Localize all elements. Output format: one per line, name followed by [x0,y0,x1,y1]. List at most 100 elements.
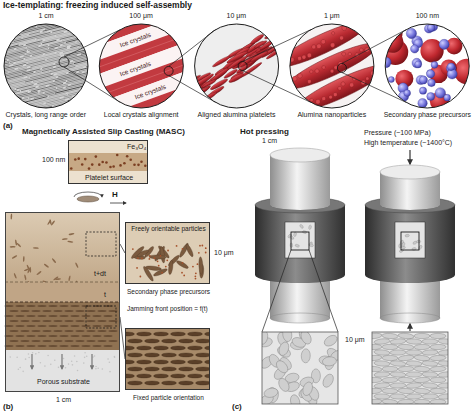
packed-particle [98,320,107,322]
crystal-streaks [69,66,94,72]
crystal-streaks [55,70,98,81]
crystal-streaks [68,102,102,111]
packed-particle [104,335,113,337]
powder-grains [414,388,430,394]
packed-particle [21,320,30,322]
suspended-particle [13,273,17,279]
condition-label: High temperature (~1400°C) [364,139,452,147]
powder-grains [274,359,290,375]
precursor-spheres [431,61,438,68]
crystal-streaks [0,98,22,105]
precursor-spheres [412,58,422,68]
aligned-platelets [128,339,143,343]
powder-grains [438,371,448,378]
pore-dot [18,368,20,370]
magnified-view: 1 μmAlumina nanoparticles [285,10,379,122]
fixed-zone [125,328,210,390]
nanoparticle-platelets [337,86,342,91]
aligned-platelets [179,381,194,385]
powder-grains [406,372,422,377]
crystal-streaks [0,19,19,30]
magnetite-particle [105,161,108,164]
zoom-marker [238,62,247,71]
precursor-spheres [404,90,411,97]
suspended-particle [75,262,79,268]
nanoparticle-platelets [349,82,355,88]
crystal-streaks [8,77,55,89]
pore-dot [84,352,86,354]
pore-dot [22,371,24,373]
crystal-streaks [49,89,79,97]
panel-title: Magnetically Assisted Slip Casting (MASC… [22,127,185,136]
aligned-platelets [162,381,177,385]
crystal-streaks [0,104,18,110]
packed-particle [32,340,41,342]
inset-box: 100 nmFe₃O₄Platelet surface [68,140,148,184]
pore-dot [83,362,85,364]
platelet-bundle [178,23,294,110]
packed-particle [76,330,85,332]
aligned-platelets [137,332,152,336]
crystal-streaks [26,48,49,54]
nanoparticle-platelets [340,81,345,86]
powder-grains [374,349,390,356]
powder-grains [414,377,430,384]
magnified-view: 1 cmCrystals, long range order [0,10,93,122]
powder-grains [438,349,448,356]
packed-particle [98,330,107,332]
precursor-dot [205,247,207,249]
nanoparticle-platelets [289,56,295,62]
powder-grains [321,372,336,389]
powder-grains [406,360,422,366]
pore-dot [58,367,60,369]
crystal-streaks [92,14,104,17]
chemical-label: Fe₃O₄ [127,143,146,151]
suspended-particle [68,275,71,281]
crystal-streaks [0,90,7,94]
press-assembly [270,200,330,210]
suspended-particle [29,267,31,273]
crystal-streaks [67,83,106,93]
powder-grains [398,388,414,394]
crystal-streaks [80,17,124,28]
press-assembly [295,244,300,248]
powder-grains [372,366,382,373]
packed-particle [27,335,36,337]
caption: Crystals, long range order [6,111,87,119]
nanoparticle-platelets [330,69,335,74]
scale-label: 10 μm [227,12,247,20]
precursor-dot [176,245,178,247]
press-assembly [400,240,404,245]
crystal-streaks [0,103,27,111]
free-platelet [153,268,168,278]
powder-grains [438,393,448,400]
platelet-bundle [259,40,274,51]
crystal-streaks [90,20,125,29]
pore-dot [9,356,11,358]
precursor-spheres [444,94,451,101]
powder-grains [398,344,414,350]
magnetite-particle [81,163,84,166]
press-assembly [416,240,420,243]
packed-particle [93,325,102,327]
crystal-streaks [10,59,24,62]
pore-dot [19,367,21,369]
zoom-connector [169,30,216,67]
substrate-label: Porous substrate [37,378,90,386]
powder-grains [398,354,415,361]
platelet-bundle [187,86,210,102]
crystal-streaks [16,43,40,49]
packed-particle [82,335,91,337]
pore-dot [50,364,52,366]
ice-label: Ice crystals [119,30,152,48]
caption: Secondary phase precursors [384,111,471,119]
caption: Local crystals alignment [104,111,179,119]
powder-grains [277,377,292,394]
aligned-platelets [128,381,143,385]
pore-dot [86,356,88,358]
packed-particle [38,335,47,337]
powder-grains [374,360,390,366]
pore-dot [40,362,42,364]
crystal-streaks [81,95,105,101]
